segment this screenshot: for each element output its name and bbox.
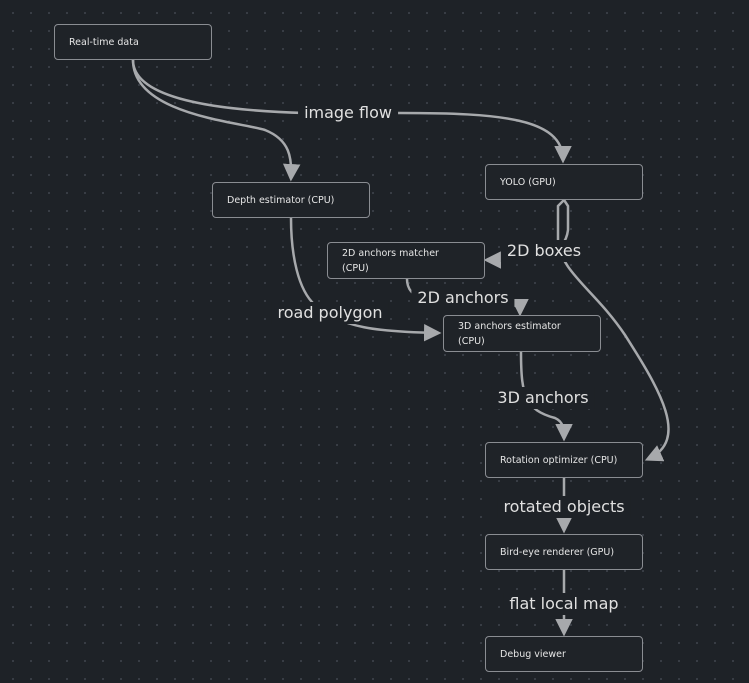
node-debug-viewer[interactable]: Debug viewer <box>485 636 643 672</box>
node-label: Real-time data <box>69 36 139 48</box>
edge-estimator-to-rotation <box>519 351 573 442</box>
edge-label-3d-anchors: 3D anchors <box>491 387 595 409</box>
edge-label-road-polygon: road polygon <box>271 302 389 324</box>
node-label: Rotation optimizer (CPU) <box>500 454 618 466</box>
node-label-line1: 2D anchors matcher <box>342 247 439 259</box>
node-birdeye-renderer[interactable]: Bird-eye renderer (GPU) <box>485 534 643 570</box>
node-label-line1: 3D anchors estimator <box>458 320 561 332</box>
node-realtime-data[interactable]: Real-time data <box>54 24 212 60</box>
edge-label-2d-anchors: 2D anchors <box>411 287 515 309</box>
node-yolo[interactable]: YOLO (GPU) <box>485 164 643 200</box>
node-label-line2: (CPU) <box>458 335 485 347</box>
node-label: Depth estimator (CPU) <box>227 194 335 206</box>
node-label-line2: (CPU) <box>342 262 369 274</box>
node-label: YOLO (GPU) <box>500 176 556 188</box>
node-depth-estimator[interactable]: Depth estimator (CPU) <box>212 182 370 218</box>
node-label-group: 2D anchors matcher (CPU) <box>342 246 439 276</box>
edge-label-2d-boxes: 2D boxes <box>500 240 588 262</box>
node-label: Bird-eye renderer (GPU) <box>500 546 615 558</box>
node-2d-anchors-matcher[interactable]: 2D anchors matcher (CPU) <box>327 242 485 279</box>
node-rotation-optimizer[interactable]: Rotation optimizer (CPU) <box>485 442 643 478</box>
edge-label-rotated-objects: rotated objects <box>497 496 631 518</box>
node-3d-anchors-estimator[interactable]: 3D anchors estimator (CPU) <box>443 315 601 352</box>
edge-label-flat-local-map: flat local map <box>503 593 625 615</box>
edge-realtime-to-depth <box>131 59 301 182</box>
node-label: Debug viewer <box>500 648 566 660</box>
node-label-group: 3D anchors estimator (CPU) <box>458 319 561 349</box>
edge-label-image-flow: image flow <box>298 102 398 124</box>
